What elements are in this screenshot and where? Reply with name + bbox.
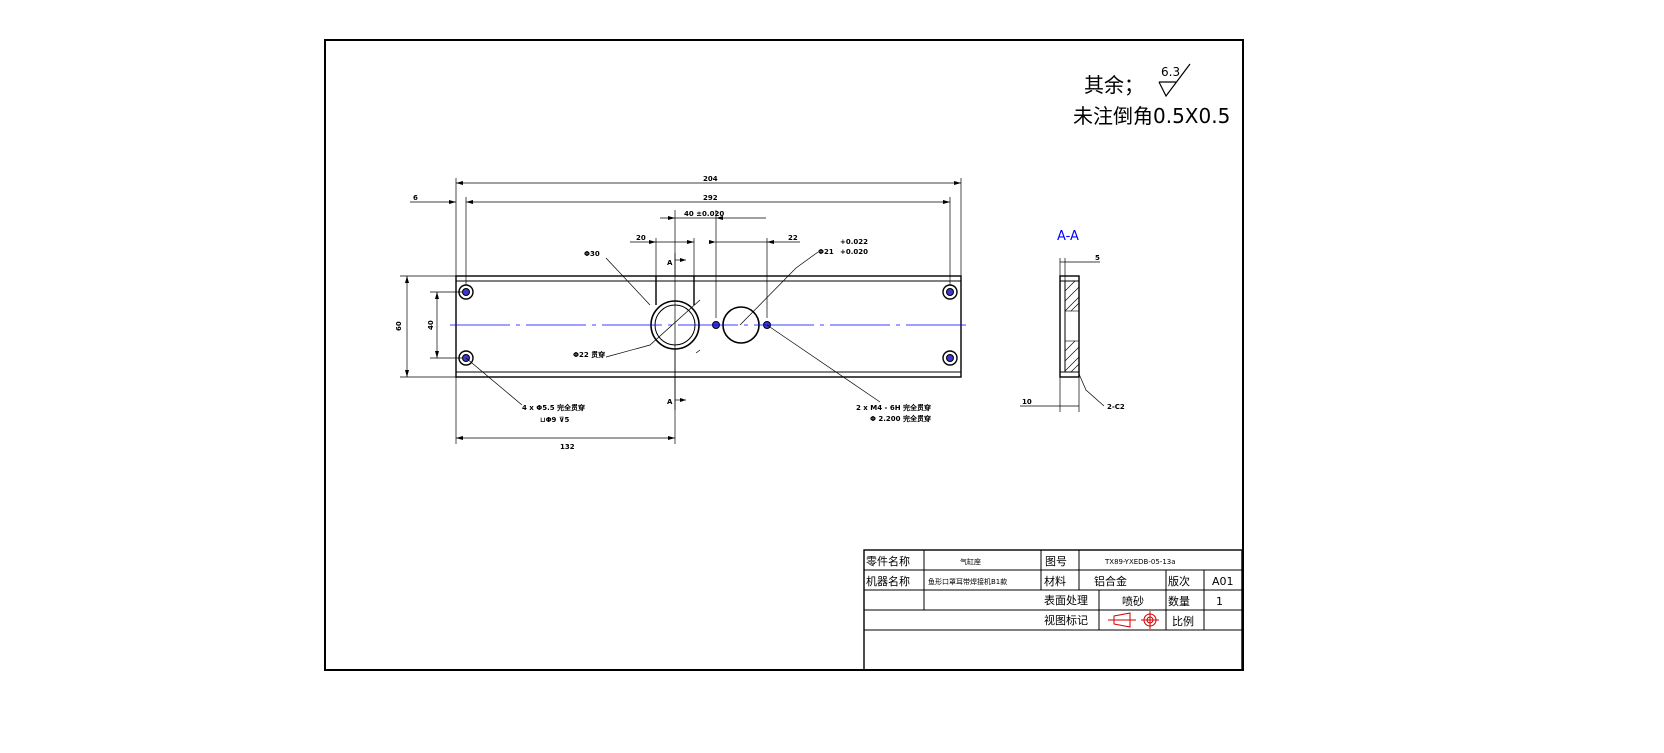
tb-machine-label: 机器名称	[866, 574, 910, 588]
callout-holes4-line2: ⊔Φ9 ⊽5	[540, 416, 570, 424]
tb-drawing-no-value: TX89-YXEDB-05-13a	[1104, 558, 1176, 566]
callout-thread-line2: Φ 2.200 完全贯穿	[870, 414, 931, 423]
dim-slot-width: 20	[636, 234, 646, 242]
tb-view-label: 视图标记	[1044, 613, 1088, 627]
callout-tol-lower: +0.020	[840, 248, 868, 256]
tb-version-value: A01	[1212, 575, 1234, 588]
drawing-border	[324, 39, 1244, 671]
tb-scale-label: 比例	[1172, 614, 1194, 628]
section-dim-top: 5	[1095, 254, 1100, 262]
main-view-dimension-labels: 204 292 6 40 ±0.020 20 22 60 40 132 A A …	[395, 175, 931, 451]
tb-surface-value: 喷砂	[1122, 595, 1144, 608]
dim-left-offset: 6	[413, 194, 418, 202]
section-title: A-A	[1057, 229, 1079, 244]
tb-machine-value: 鱼形口罩耳带焊接机B1款	[928, 577, 1007, 586]
dim-right-offset: 22	[788, 234, 798, 242]
callout-phi21: Φ21	[818, 248, 834, 256]
remark-other-surfaces: 其余；	[1084, 73, 1144, 97]
tb-surface-label: 表面处理	[1044, 593, 1088, 607]
dim-hole-pitch: 40	[427, 320, 435, 330]
section-chamfer: 2-C2	[1107, 403, 1125, 411]
remark-chamfer: 未注倒角0.5X0.5	[1073, 104, 1230, 128]
plate-outline	[455, 275, 962, 378]
section-mark-top: A	[667, 259, 673, 267]
dim-total-height: 60	[395, 321, 403, 331]
callout-phi30: Φ30	[584, 250, 600, 258]
roughness-symbol-icon	[1158, 63, 1191, 98]
dim-hole-spacing: 40 ±0.020	[684, 210, 724, 218]
dimension-arrowheads	[405, 181, 961, 440]
projection-symbol-icon	[1108, 611, 1159, 629]
callout-tol-upper: +0.022	[840, 238, 868, 246]
tb-version-label: 版次	[1168, 574, 1190, 588]
callout-thread-line1: 2 x M4 - 6H 完全贯穿	[856, 403, 931, 412]
dim-bottom-length: 132	[560, 443, 575, 451]
tb-drawing-no-label: 图号	[1045, 555, 1067, 568]
slot-outline	[655, 276, 695, 305]
callout-holes4-line1: 4 x Φ5.5 完全贯穿	[522, 403, 585, 412]
section-view	[1020, 258, 1105, 412]
section-dim-bottom: 10	[1022, 398, 1032, 406]
section-hatch-bottom	[1064, 340, 1080, 373]
main-view-dimensions	[400, 178, 962, 444]
corner-hole-br	[942, 350, 958, 366]
tb-part-name-value: 气缸座	[960, 557, 981, 566]
title-block	[863, 549, 1243, 671]
tb-qty-value: 1	[1216, 595, 1223, 608]
main-view	[455, 275, 962, 378]
corner-hole-tr	[942, 284, 958, 300]
remarks: 其余； 6.3 未注倒角0.5X0.5	[1073, 63, 1230, 128]
section-body	[1059, 275, 1080, 378]
callout-phi22: Φ22 贯穿	[573, 350, 605, 359]
tb-material-value: 铝合金	[1094, 574, 1127, 588]
title-block-text: 零件名称 气缸座 图号 TX89-YXEDB-05-13a 机器名称 鱼形口罩耳…	[866, 554, 1234, 629]
dim-inner-length: 292	[703, 194, 718, 202]
tb-qty-label: 数量	[1168, 595, 1190, 608]
section-mark-bottom: A	[667, 398, 673, 406]
tb-material-label: 材料	[1044, 574, 1066, 588]
roughness-value: 6.3	[1161, 65, 1180, 79]
section-hatch-top	[1064, 280, 1080, 312]
dim-overall-length: 204	[703, 175, 718, 183]
tb-part-name-label: 零件名称	[866, 554, 910, 568]
